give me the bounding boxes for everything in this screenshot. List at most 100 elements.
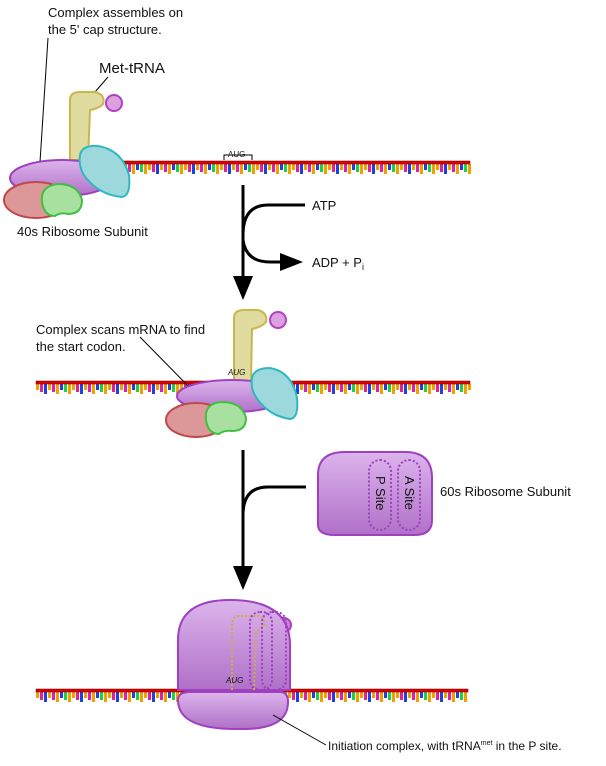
nucleotide-base xyxy=(48,692,51,698)
nucleotide-base xyxy=(148,692,151,700)
large-subunit-body xyxy=(317,451,433,536)
nucleotide-base xyxy=(268,164,271,170)
nucleotide-base xyxy=(100,692,103,700)
nucleotide-base xyxy=(360,384,363,390)
p-site-outline xyxy=(368,459,392,531)
nucleotide-base xyxy=(132,384,135,390)
green-initiation-factor xyxy=(40,182,84,218)
nucleotide-base xyxy=(324,384,327,390)
nucleotide-base xyxy=(156,692,159,698)
nucleotide-base xyxy=(408,692,411,698)
nucleotide-base xyxy=(340,384,343,392)
nucleotide-base xyxy=(208,164,211,170)
nucleotide-base xyxy=(456,692,459,698)
nucleotide-base xyxy=(368,164,371,172)
nucleotide-base xyxy=(360,692,363,698)
nucleotide-base xyxy=(104,692,107,702)
nucleotide-base xyxy=(448,384,451,392)
met-trna-label: Met-tRNA xyxy=(99,60,165,77)
nucleotide-base xyxy=(140,692,143,702)
nucleotide-base xyxy=(248,164,251,172)
nucleotide-base xyxy=(196,164,199,170)
nucleotide-base xyxy=(432,384,435,390)
nucleotide-base xyxy=(160,692,163,700)
nucleotide-base xyxy=(320,692,323,702)
small-subunit-body xyxy=(176,691,290,731)
cyan-initiation-factor xyxy=(78,144,131,199)
nucleotide-base xyxy=(216,164,219,174)
nucleotide-base xyxy=(424,164,427,170)
nucleotide-base xyxy=(328,164,331,170)
cap-label-line1: Complex assembles on xyxy=(48,5,183,20)
green-initiation-factor xyxy=(204,400,248,436)
nucleotide-base xyxy=(92,384,95,394)
nucleotide-base xyxy=(52,384,55,392)
nucleotide-base xyxy=(356,164,359,172)
nucleotide-base xyxy=(392,384,395,394)
nucleotide-base xyxy=(224,164,227,172)
nucleotide-base xyxy=(124,384,127,392)
nucleotide-base xyxy=(388,692,391,700)
nucleotide-base xyxy=(88,384,91,392)
nucleotide-base xyxy=(292,692,295,700)
nucleotide-base xyxy=(112,384,115,392)
nucleotide-base xyxy=(328,384,331,392)
nucleotide-base xyxy=(376,384,379,392)
nucleotide-base xyxy=(424,384,427,392)
nucleotide-base xyxy=(236,164,239,172)
nucleotide-base xyxy=(432,692,435,698)
nucleotide-base xyxy=(396,164,399,174)
nucleotide-base xyxy=(48,384,51,390)
nucleotide-base xyxy=(404,384,407,394)
nucleotide-base xyxy=(444,164,447,174)
nucleotide-base xyxy=(364,164,367,170)
nucleotide-base xyxy=(352,692,355,700)
nucleotide-base xyxy=(300,692,303,698)
nucleotide-base xyxy=(232,164,235,170)
nucleotide-base xyxy=(344,164,347,172)
nucleotide-base xyxy=(144,692,147,698)
adp-label: ADP + Pi xyxy=(312,255,364,272)
nucleotide-base xyxy=(384,692,387,698)
nucleotide-base xyxy=(308,164,311,172)
nucleotide-base xyxy=(252,164,255,174)
nucleotide-base xyxy=(84,384,87,390)
small-subunit-label: 40s Ribosome Subunit xyxy=(17,224,148,239)
nucleotide-base xyxy=(72,692,75,698)
nucleotide-base xyxy=(324,692,327,698)
nucleotide-base xyxy=(328,692,331,700)
nucleotide-base xyxy=(416,164,419,172)
nucleotide-base xyxy=(212,164,215,172)
60s-subunit: P Site A Site xyxy=(317,451,433,536)
cyan-initiation-factor xyxy=(250,366,299,421)
nucleotide-base xyxy=(380,384,383,394)
nucleotide-base xyxy=(332,164,335,172)
nucleotide-base xyxy=(36,384,39,390)
nucleotide-base xyxy=(120,384,123,390)
nucleotide-base xyxy=(364,692,367,700)
nucleotide-base xyxy=(372,384,375,390)
nucleotide-base xyxy=(304,692,307,700)
nucleotide-base xyxy=(60,692,63,698)
nucleotide-base xyxy=(60,384,63,390)
nucleotide-base xyxy=(256,164,259,170)
nucleotide-base xyxy=(336,164,339,174)
nucleotide-base xyxy=(164,384,167,394)
methionine-ball xyxy=(105,94,123,112)
nucleotide-base xyxy=(464,384,467,394)
nucleotide-base xyxy=(448,692,451,700)
a-site-outline xyxy=(261,611,287,691)
nucleotide-base xyxy=(168,384,171,390)
nucleotide-base xyxy=(304,164,307,170)
nucleotide-base xyxy=(40,692,43,700)
nucleotide-base xyxy=(412,692,415,700)
nucleotide-base xyxy=(340,692,343,700)
nucleotide-base xyxy=(428,164,431,172)
atp-label: ATP xyxy=(312,198,336,213)
nucleotide-base xyxy=(420,692,423,698)
nucleotide-base xyxy=(332,384,335,394)
nucleotide-base xyxy=(276,164,279,174)
nucleotide-base xyxy=(220,164,223,170)
methionine-ball xyxy=(269,311,287,329)
